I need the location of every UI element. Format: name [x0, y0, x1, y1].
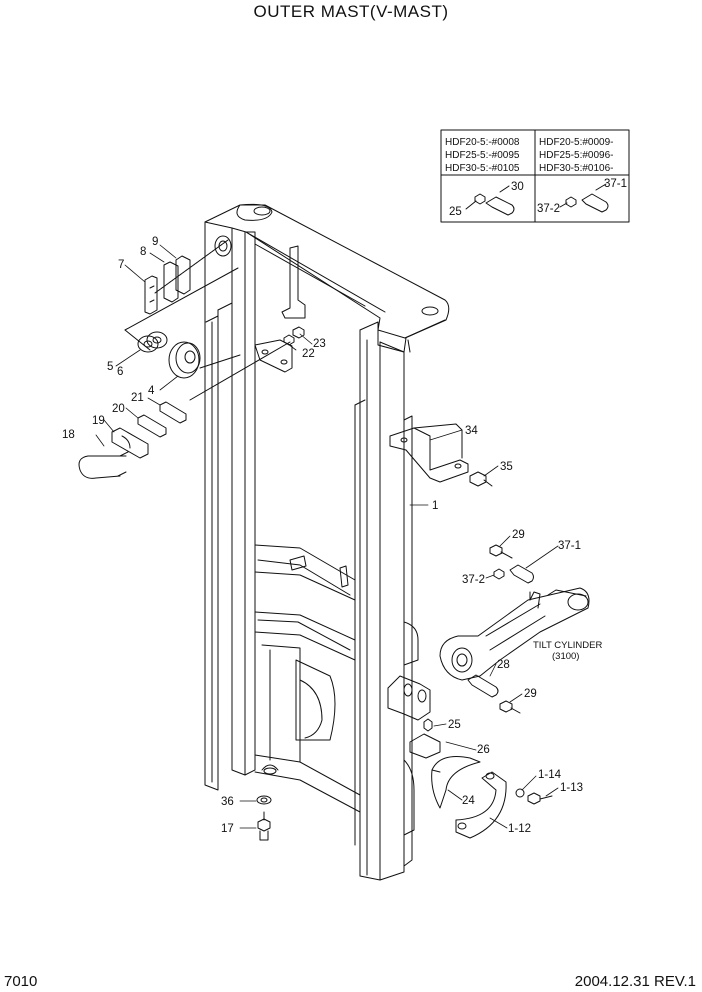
plate-20-icon [137, 414, 167, 438]
part-label-37-1: 37-1 [558, 540, 581, 552]
part-labels: 1 4 5 6 7 8 9 17 18 19 20 21 22 23 24 25… [62, 236, 602, 835]
bracket-22-icon [254, 339, 293, 373]
serial-part-30: 30 [511, 181, 524, 193]
serial-left-3: HDF30-5:-#0105 [445, 163, 520, 174]
cap-1-12-icon [455, 771, 507, 839]
pin-30-icon [485, 196, 515, 216]
bracket-34-icon [389, 427, 469, 483]
page-number: 7010 [4, 973, 38, 990]
serial-right-3: HDF30-5:#0106- [539, 163, 613, 174]
part-label-1-14: 1-14 [538, 769, 562, 781]
tilt-cylinder-group [439, 544, 590, 714]
nipple-37-2-icon [565, 196, 577, 208]
part-label-29a: 29 [512, 529, 525, 541]
serial-part-37-1: 37-1 [604, 178, 627, 190]
tilt-cylinder-code: (3100) [552, 651, 579, 662]
pin-28-icon [467, 674, 499, 698]
tilt-cylinder-label: TILT CYLINDER [533, 640, 602, 651]
part-label-37-2: 37-2 [462, 574, 485, 586]
bolt-35-icon [469, 471, 487, 487]
shim-9-icon [175, 255, 191, 295]
part-label-1-13: 1-13 [560, 782, 583, 794]
serial-part-37-2: 37-2 [537, 203, 560, 215]
part-label-24: 24 [462, 795, 475, 807]
pin-37-1-icon [581, 193, 609, 213]
part-label-18: 18 [62, 429, 75, 441]
part-label-34: 34 [465, 425, 478, 437]
plate-7-icon [144, 275, 158, 315]
bushing-26-icon [431, 756, 481, 809]
part-label-4: 4 [148, 385, 155, 397]
serial-right-2: HDF25-5:#0096- [539, 150, 613, 161]
part-label-17: 17 [221, 823, 234, 835]
part-label-1-12: 1-12 [508, 823, 531, 835]
serial-part-25: 25 [449, 206, 462, 218]
nipple-25-icon [474, 193, 486, 205]
hose-clamp-parts [78, 401, 187, 479]
part-label-8: 8 [140, 246, 146, 258]
upper-left-parts [124, 235, 305, 401]
part-label-23: 23 [313, 338, 326, 350]
part-label-5: 5 [107, 361, 113, 373]
nipple-25-icon [423, 718, 433, 732]
bracket-34-parts [389, 423, 493, 487]
part-label-26: 26 [477, 744, 490, 756]
part-label-19: 19 [92, 415, 105, 427]
part-label-29b: 29 [524, 688, 537, 700]
serial-left-2: HDF25-5:-#0095 [445, 150, 520, 161]
roller-icon [214, 235, 232, 257]
nipple-37-2-icon [493, 568, 505, 580]
serial-table: HDF20-5:-#0008 HDF25-5:-#0095 HDF30-5:-#… [440, 129, 630, 223]
bolt-29b-icon [499, 700, 513, 713]
serial-right-1: HDF20-5:#0009- [539, 137, 613, 148]
serial-left-1: HDF20-5:-#0008 [445, 137, 520, 148]
trunnion-parts [256, 718, 553, 841]
washer-6-icon [146, 331, 168, 349]
part-label-7: 7 [118, 259, 124, 271]
washer-1-14-icon [515, 788, 525, 798]
part-label-20: 20 [112, 403, 125, 415]
part-label-6: 6 [117, 366, 123, 378]
part-label-28: 28 [497, 659, 510, 671]
part-label-21: 21 [131, 392, 144, 404]
pin-37-1-icon [509, 564, 534, 584]
bearing-4-icon [168, 341, 200, 379]
part-label-9: 9 [152, 236, 158, 248]
bolt-17-icon [257, 818, 271, 832]
nut-23-icon [292, 326, 305, 339]
bolt-1-13-icon [527, 792, 541, 805]
part-label-1: 1 [432, 500, 438, 512]
plate-21-icon [159, 401, 187, 424]
shim-8-icon [163, 261, 179, 303]
part-label-22: 22 [302, 348, 315, 360]
leader-lines [95, 244, 559, 829]
washer-36-icon [256, 795, 272, 805]
u-bolt-18-icon [78, 455, 127, 479]
part-label-36: 36 [221, 796, 234, 808]
part-label-35: 35 [500, 461, 513, 473]
part-label-25: 25 [448, 719, 461, 731]
page-title: OUTER MAST(V-MAST) [253, 2, 449, 21]
clamp-19-icon [111, 427, 149, 459]
revision-label: 2004.12.31 REV.1 [574, 973, 696, 990]
tilt-cylinder-icon [439, 587, 590, 681]
nut-22-icon [283, 334, 295, 346]
outer-mast-frame [204, 203, 450, 881]
bolt-29-icon [489, 544, 503, 557]
